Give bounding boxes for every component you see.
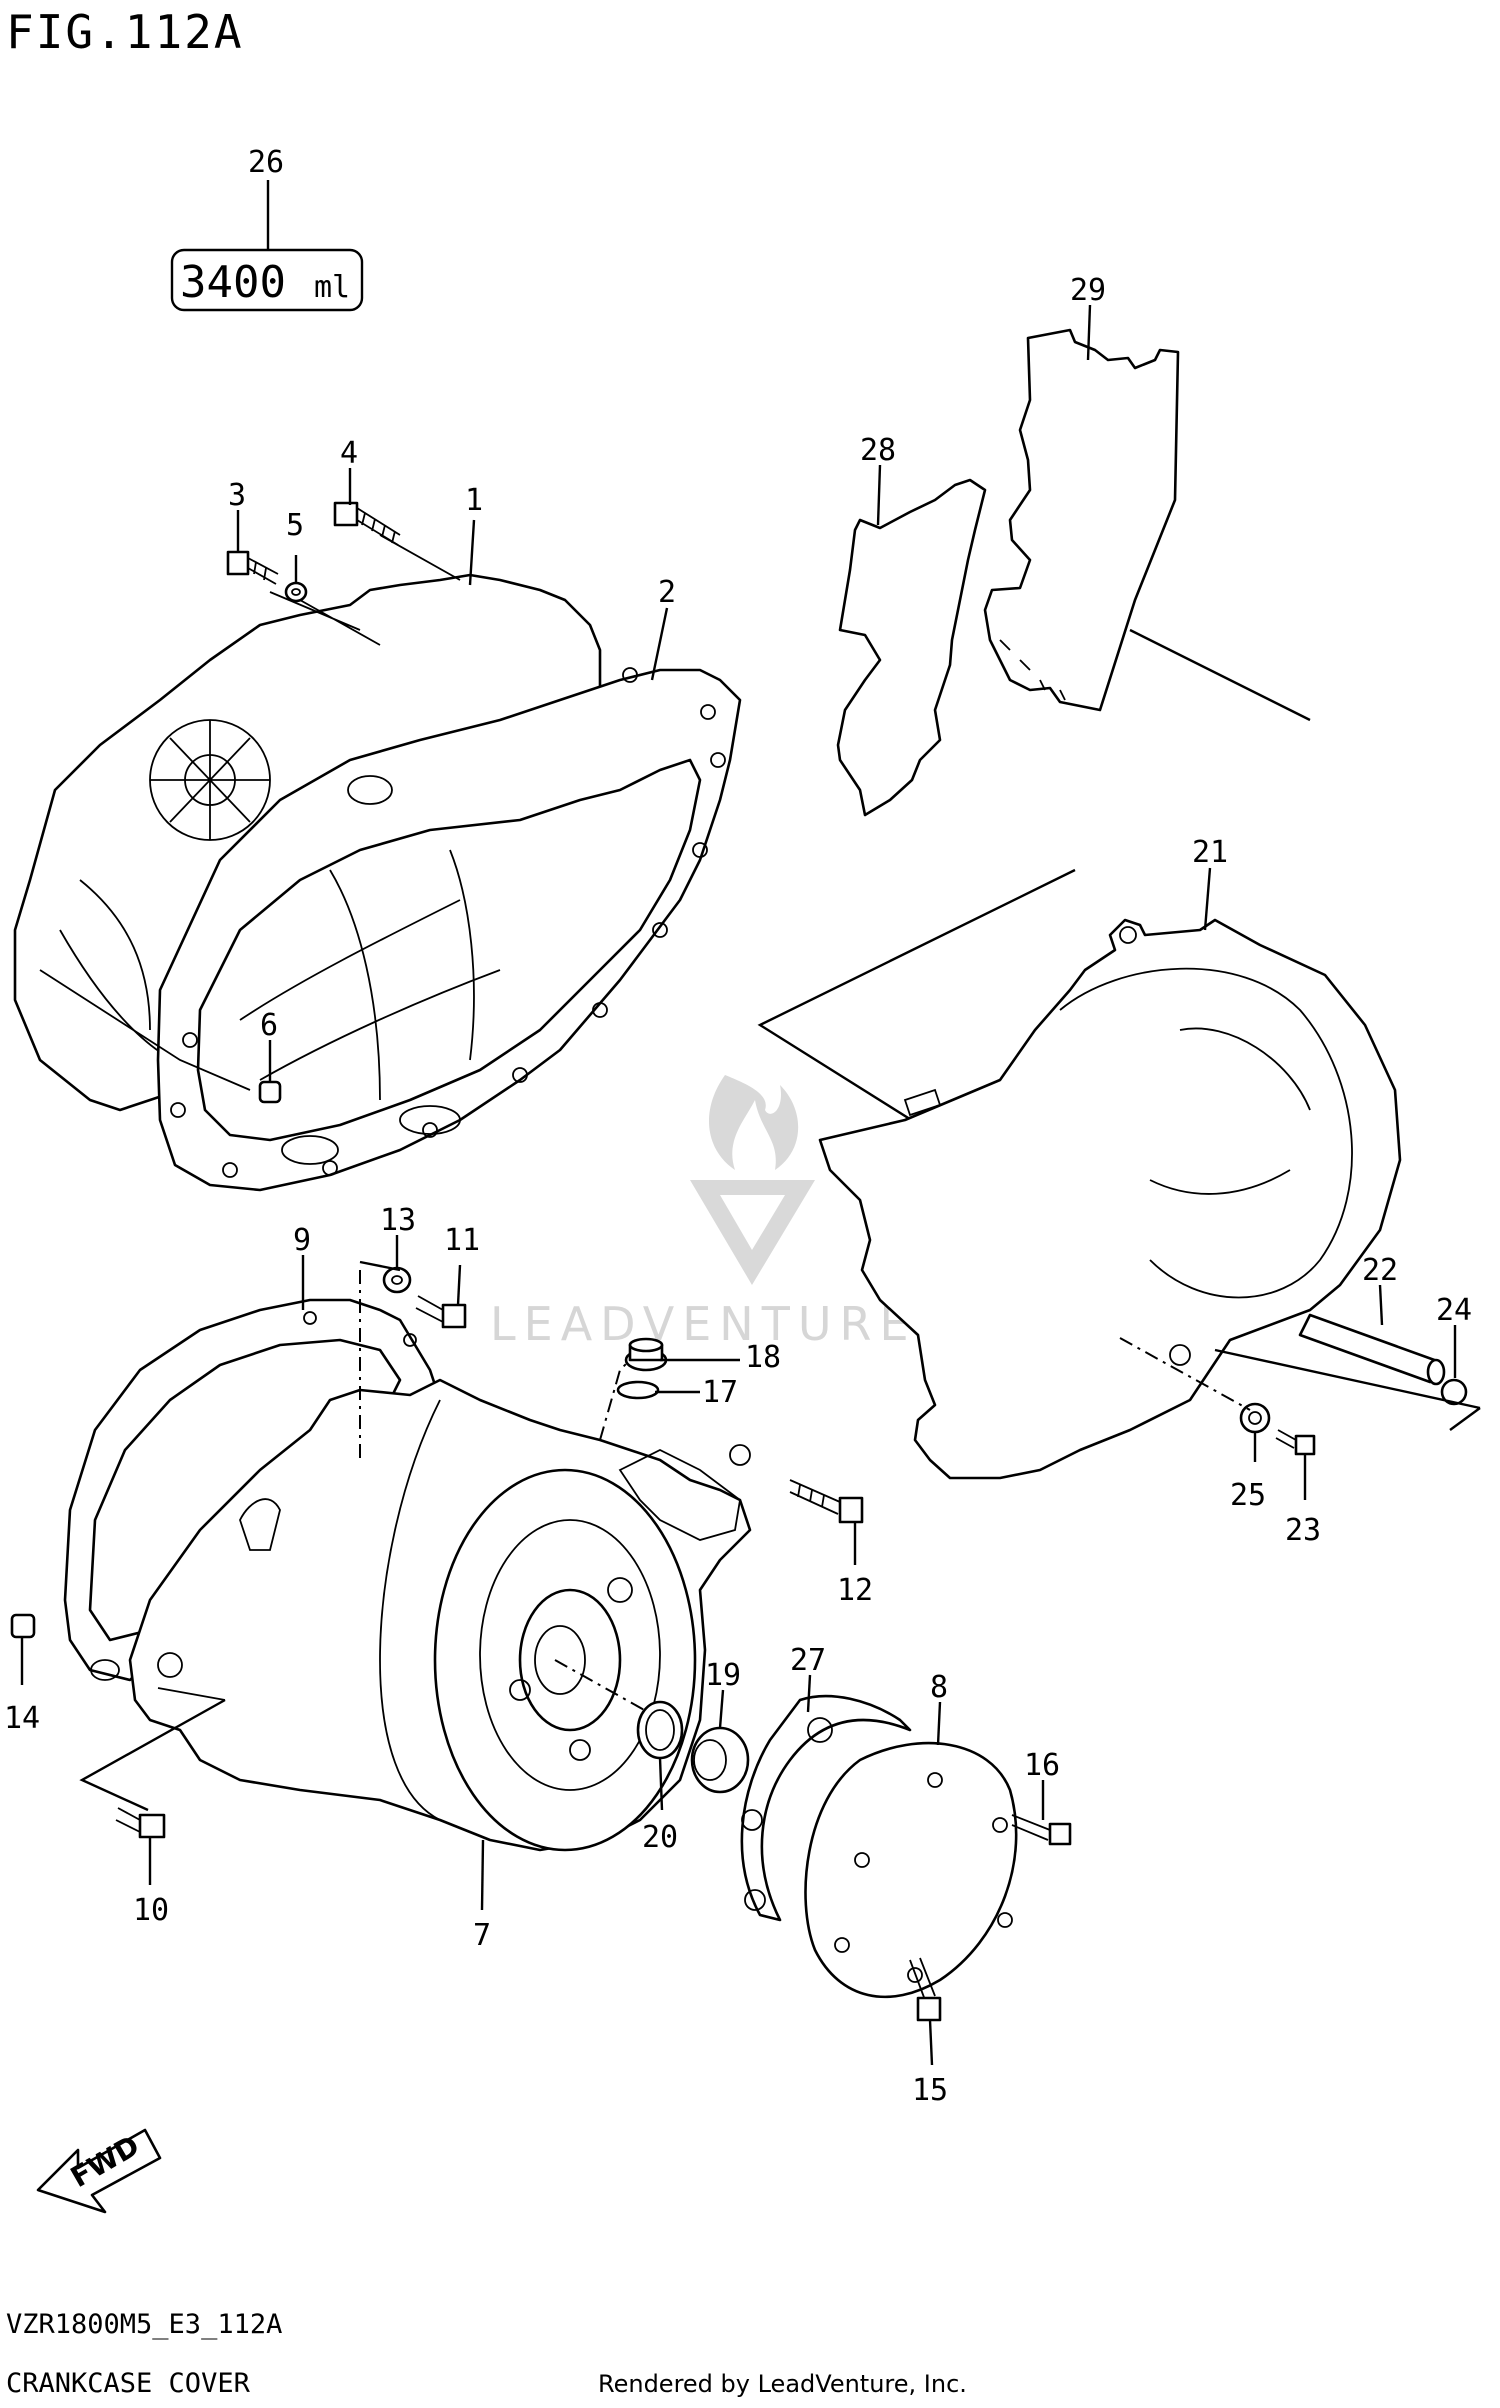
forward-direction-arrow: FWD xyxy=(36,2128,162,2214)
figure-title: FIG.112A xyxy=(6,5,244,59)
callout-24: 24 xyxy=(1436,1293,1472,1328)
callout-27: 27 xyxy=(790,1643,826,1678)
callout-12: 12 xyxy=(837,1573,873,1608)
part-11-bolt xyxy=(415,1295,467,1329)
callout-labels: 26 29 28 4 3 5 1 2 21 6 13 11 9 18 17 22… xyxy=(4,145,1472,2108)
callout-15: 15 xyxy=(912,2073,948,2108)
callout-28: 28 xyxy=(860,433,896,468)
leadventure-watermark: LEADVENTURE xyxy=(490,1075,917,1351)
part-5-washer xyxy=(284,581,308,603)
callout-29: 29 xyxy=(1070,273,1106,308)
callout-20: 20 xyxy=(642,1820,678,1855)
callout-9: 9 xyxy=(293,1223,311,1258)
callout-4: 4 xyxy=(340,436,358,471)
callout-13: 13 xyxy=(380,1203,416,1238)
part-13-washer xyxy=(382,1266,412,1294)
callout-19: 19 xyxy=(705,1658,741,1693)
watermark-text: LEADVENTURE xyxy=(490,1297,917,1351)
part-16-bolt xyxy=(1011,1814,1072,1846)
part-10-bolt xyxy=(115,1807,166,1839)
callout-25: 25 xyxy=(1230,1478,1266,1513)
part-12-bolt xyxy=(789,1479,864,1524)
model-code: VZR1800M5_E3_112A xyxy=(6,2309,282,2340)
part-21-sprocket-cover xyxy=(818,918,1402,1480)
callout-10: 10 xyxy=(133,1893,169,1928)
callout-26: 26 xyxy=(248,145,284,180)
callout-3: 3 xyxy=(228,478,246,513)
part-22-stud-bolt xyxy=(1298,1313,1446,1386)
callout-1: 1 xyxy=(465,483,483,518)
callout-2: 2 xyxy=(658,575,676,610)
callout-leader-lines xyxy=(20,304,1457,2066)
part-19-plug xyxy=(690,1726,750,1794)
capacity-value: 3400 xyxy=(180,257,286,308)
callout-6: 6 xyxy=(260,1008,278,1043)
callout-8: 8 xyxy=(930,1670,948,1705)
part-18-plug xyxy=(624,1337,668,1372)
capacity-unit: ml xyxy=(314,270,350,305)
part-23-bolt xyxy=(1275,1429,1316,1456)
gasket-bolt-holes xyxy=(170,667,726,1178)
callout-23: 23 xyxy=(1285,1513,1321,1548)
render-credit: Rendered by LeadVenture, Inc. xyxy=(598,2370,967,2398)
part-8-clutch-inspection-cover xyxy=(804,1741,1018,1999)
part-24-nut xyxy=(1440,1378,1468,1406)
part-17-o-ring xyxy=(616,1380,660,1400)
part-3-bolt xyxy=(226,550,279,585)
section-name: CRANKCASE COVER xyxy=(6,2368,251,2399)
callout-14: 14 xyxy=(4,1701,40,1736)
callout-7: 7 xyxy=(473,1918,491,1953)
part-29-cover-plate xyxy=(983,328,1180,712)
part-25-collar xyxy=(1239,1402,1271,1434)
part-15-bolt xyxy=(909,1957,942,2022)
part-27-gasket xyxy=(740,1694,912,1922)
part-28-cover-plate xyxy=(836,478,987,817)
part-20-o-ring xyxy=(636,1700,684,1760)
oil-capacity-label: 3400 ml xyxy=(170,180,364,312)
callout-17: 17 xyxy=(702,1375,738,1410)
callout-21: 21 xyxy=(1192,835,1228,870)
part-4-bolt xyxy=(333,501,401,546)
part-14-dowel xyxy=(10,1613,36,1639)
part-6-dowel xyxy=(258,1080,282,1104)
callout-22: 22 xyxy=(1362,1253,1398,1288)
callout-11: 11 xyxy=(444,1223,480,1258)
callout-18: 18 xyxy=(745,1340,781,1375)
callout-5: 5 xyxy=(286,508,304,543)
callout-16: 16 xyxy=(1024,1748,1060,1783)
